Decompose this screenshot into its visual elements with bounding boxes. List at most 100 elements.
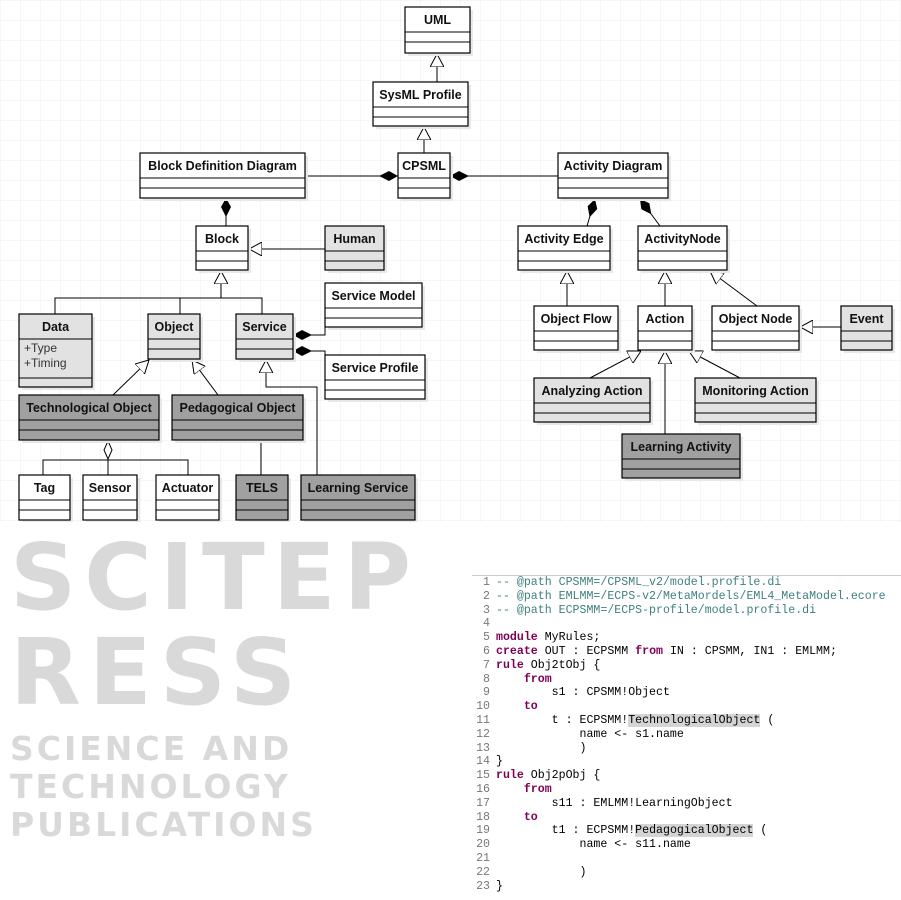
code-line[interactable]: 18 to (472, 811, 901, 825)
line-number: 19 (476, 824, 490, 838)
class-box-serviceprofile[interactable]: Service Profile (324, 354, 428, 402)
class-box-sysml[interactable]: SysML Profile (372, 81, 471, 129)
code-text: ) (496, 865, 587, 879)
code-comment: -- @path CPSMM=/CPSML_v2/model.profile.d… (496, 576, 782, 589)
class-box-actuator[interactable]: Actuator (155, 474, 222, 522)
class-name: Activity Diagram (564, 159, 663, 173)
line-number: 9 (483, 686, 490, 700)
code-line[interactable]: 1 -- @path CPSMM=/CPSML_v2/model.profile.… (472, 576, 901, 590)
code-line[interactable]: 12 name <- s1.name (472, 728, 901, 742)
class-box-techobj[interactable]: Technological Object (18, 394, 162, 443)
code-text: name <- s1.name (496, 727, 684, 741)
composition-activityedge-ad (586, 198, 598, 227)
class-rect (324, 282, 423, 328)
code-line[interactable]: 16 from (472, 783, 901, 797)
class-name: Technological Object (26, 401, 152, 415)
code-line[interactable]: 13 ) (472, 742, 901, 756)
class-name: Analyzing Action (542, 384, 643, 398)
class-rect (18, 474, 71, 521)
class-box-human[interactable]: Human (324, 225, 387, 273)
class-rect (533, 305, 619, 351)
class-rect (171, 394, 304, 441)
class-box-objectflow[interactable]: Object Flow (533, 305, 621, 353)
class-box-learningactivity[interactable]: Learning Activity (621, 433, 743, 481)
code-line[interactable]: 10 to (472, 700, 901, 714)
class-box-tag[interactable]: Tag (18, 474, 73, 522)
code-keyword: to (523, 700, 538, 714)
class-box-monitoring[interactable]: Monitoring Action (694, 377, 819, 425)
class-box-sensor[interactable]: Sensor (82, 474, 140, 522)
code-line[interactable]: 11 t : ECPSMM!TechnologicalObject ( (472, 713, 901, 728)
code-line[interactable]: 9 s1 : CPSMM!Object (472, 686, 901, 700)
class-rect (235, 474, 289, 521)
class-box-servicemodel[interactable]: Service Model (324, 282, 425, 330)
class-box-object[interactable]: Object (147, 313, 203, 362)
composition-serviceprofile-service (293, 346, 326, 356)
code-text: ) (496, 741, 587, 755)
connectors (42, 54, 841, 475)
line-number: 4 (483, 617, 490, 631)
class-name: Tag (34, 481, 55, 495)
line-number: 6 (483, 644, 490, 658)
class-box-service[interactable]: Service (235, 313, 296, 362)
class-box-pedobj[interactable]: Pedagogical Object (171, 394, 306, 443)
code-keyword: create (496, 644, 538, 658)
class-rect (637, 225, 728, 271)
code-line[interactable]: 21 (472, 852, 901, 866)
code-text: MyRules; (537, 631, 601, 645)
code-line[interactable]: 4 (472, 617, 901, 631)
code-line[interactable]: 17 s11 : EMLMM!LearningObject (472, 797, 901, 811)
class-rect (621, 433, 741, 479)
class-box-objectnode[interactable]: Object Node (711, 305, 802, 353)
watermark-subtitle: SCIENCE AND TECHNOLOGY PUBLICATIONS (10, 729, 317, 844)
code-text: Obj2tObj { (523, 658, 601, 672)
code-line[interactable]: 19 t1 : ECPSMM!PedagogicalObject ( (472, 824, 901, 838)
code-line[interactable]: 8 from (472, 673, 901, 687)
code-text (496, 811, 524, 824)
class-rect (235, 313, 294, 360)
class-rect (404, 6, 471, 54)
class-box-tels[interactable]: TELS (235, 474, 291, 522)
line-number: 21 (476, 851, 490, 865)
atl-code-editor[interactable]: 1 -- @path CPSMM=/CPSML_v2/model.profile.… (472, 575, 901, 900)
code-line[interactable]: 23} (472, 880, 901, 894)
class-rect (155, 474, 220, 521)
class-name: Activity Edge (524, 232, 603, 246)
class-name: ActivityNode (644, 232, 720, 246)
class-box-learningservice[interactable]: Learning Service (300, 474, 418, 522)
line-number: 3 (483, 603, 490, 617)
code-text: s11 : EMLMM!LearningObject (496, 796, 733, 810)
class-box-uml[interactable]: UML (404, 6, 473, 56)
line-number: 10 (476, 700, 490, 714)
class-rect (517, 225, 611, 271)
class-box-cpsml[interactable]: CPSML (397, 152, 453, 201)
class-rect (397, 152, 451, 199)
line-number: 15 (476, 769, 490, 783)
line-number: 23 (476, 879, 490, 893)
code-line[interactable]: 20 name <- s11.name (472, 838, 901, 852)
line-number: 12 (476, 727, 490, 741)
class-box-event[interactable]: Event (840, 305, 895, 353)
class-box-bdd[interactable]: Block Definition Diagram (139, 152, 308, 201)
line-number: 1 (483, 576, 490, 589)
class-box-action[interactable]: Action (637, 305, 695, 353)
class-box-block[interactable]: Block (195, 225, 251, 273)
class-box-ad[interactable]: Activity Diagram (557, 152, 671, 201)
class-rect (694, 377, 817, 423)
code-line[interactable]: 14} (472, 755, 901, 769)
class-box-activityedge[interactable]: Activity Edge (517, 225, 613, 273)
code-line[interactable]: 22 ) (472, 866, 901, 880)
class-box-analyzing[interactable]: Analyzing Action (533, 377, 653, 425)
class-name: Data (42, 320, 70, 334)
code-line[interactable]: 2-- @path EMLMM=/ECPS-v2/MetaMordels/EML… (472, 590, 901, 604)
generalization-objectnode-activitynode (710, 271, 758, 307)
class-box-activitynode[interactable]: ActivityNode (637, 225, 730, 273)
code-line[interactable]: 3-- @path ECPSMM=/ECPS-profile/model.pro… (472, 604, 901, 618)
generalization-learningservice-service (266, 360, 318, 475)
